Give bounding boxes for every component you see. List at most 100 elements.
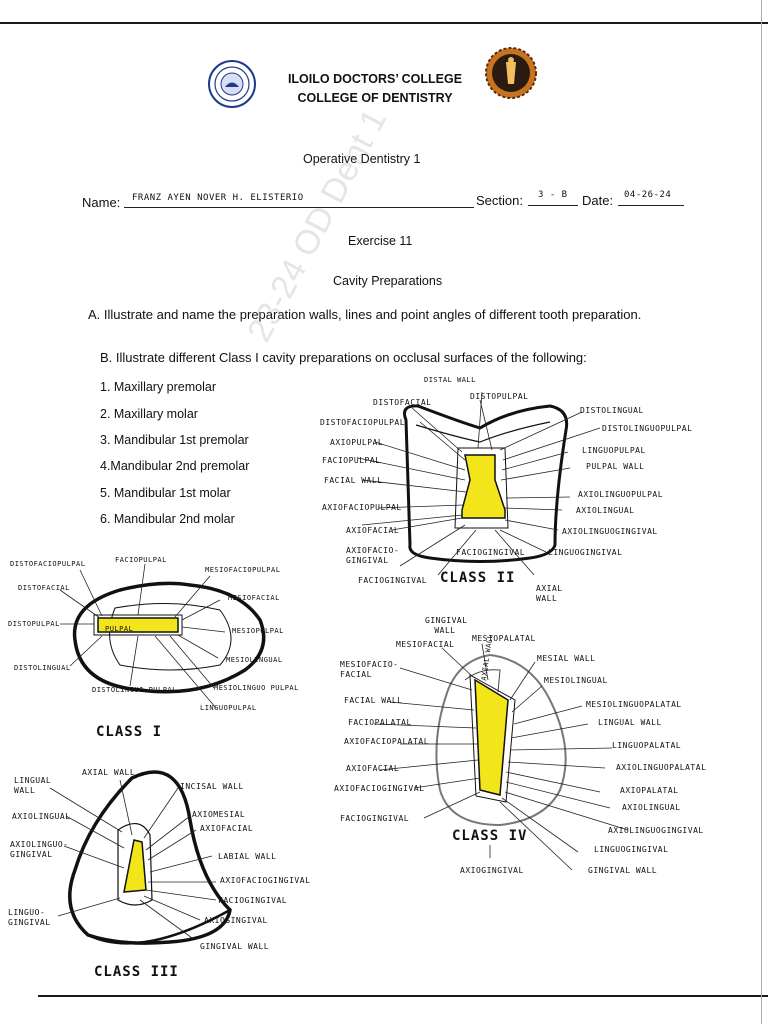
class4-title: CLASS IV bbox=[452, 828, 528, 844]
instruction-a: A. Illustrate and name the preparation w… bbox=[88, 307, 642, 322]
class1-label: DISTOFACIAL bbox=[18, 584, 70, 592]
department-name: COLLEGE OF DENTISTRY bbox=[297, 91, 453, 105]
class3-label: AXIOMESIAL bbox=[192, 810, 246, 819]
class1-diagram bbox=[59, 563, 266, 709]
class1-label: DISTOPULPAL bbox=[8, 620, 60, 628]
class2-label: FACIAL WALL bbox=[324, 476, 383, 485]
class1-label: DISTOLINGUO PULPAL bbox=[92, 686, 177, 694]
class4-label: AXIOLINGUAL bbox=[622, 803, 681, 812]
class1-label: FACIOPULPAL bbox=[115, 556, 167, 564]
page-top-border bbox=[0, 22, 768, 24]
class4-label: AXIOFACIOPALATAL bbox=[344, 737, 430, 746]
date-value: 04-26-24 bbox=[624, 190, 672, 200]
class2-label: DISTOLINGUAL bbox=[580, 406, 644, 415]
topic-title: Cavity Preparations bbox=[333, 274, 443, 288]
class4-label: MESIOLINGUOPALATAL bbox=[586, 700, 682, 709]
class4-label: AXIOLINGUOGINGIVAL bbox=[608, 826, 704, 835]
class2-label: GINGIVAL WALL bbox=[425, 616, 468, 635]
class2-label: AXIOFACIO- GINGIVAL bbox=[346, 546, 400, 565]
class2-diagram bbox=[357, 391, 601, 576]
class4-label: AXIOGINGIVAL bbox=[460, 866, 524, 875]
page-bottom-border bbox=[38, 995, 768, 997]
date-label: Date: bbox=[582, 193, 614, 208]
list-item: 4.Mandibular 2nd premolar bbox=[100, 459, 250, 473]
class3-diagram bbox=[49, 770, 232, 945]
name-value: FRANZ AYEN NOVER H. ELISTERIO bbox=[132, 193, 304, 203]
college-name: ILOILO DOCTORS’ COLLEGE bbox=[287, 72, 463, 86]
list-item: 6. Mandibular 2nd molar bbox=[100, 512, 235, 526]
class2-label: DISTOFACIOPULPAL bbox=[320, 418, 406, 427]
name-underline bbox=[124, 207, 474, 208]
dentistry-seal-logo bbox=[485, 47, 537, 99]
class2-label: DISTAL WALL bbox=[424, 376, 476, 384]
class3-label: AXIOFACIOGINGIVAL bbox=[220, 876, 311, 885]
class3-label: FACIOGINGIVAL bbox=[218, 896, 288, 905]
class1-label: LINGUOPULPAL bbox=[200, 704, 257, 712]
class1-label: MESIOPULPAL bbox=[232, 627, 284, 635]
class2-label: LINGUOPULPAL bbox=[582, 446, 646, 455]
class2-label: DISTOPULPAL bbox=[470, 392, 529, 401]
class3-label: GINGIVAL WALL bbox=[200, 942, 270, 951]
class4-label: FACIAL WALL bbox=[344, 696, 403, 705]
class1-label: DISTOFACIOPULPAL bbox=[10, 560, 86, 568]
class2-label: AXIOLINGUOGINGIVAL bbox=[562, 527, 658, 536]
class2-label: PULPAL WALL bbox=[586, 462, 645, 471]
section-value: 3 - B bbox=[538, 190, 568, 200]
class4-label: MESIOLINGUAL bbox=[544, 676, 608, 685]
class4-label: MESIOFACIAL bbox=[396, 640, 455, 649]
class4-label: LINGUOPALATAL bbox=[612, 741, 682, 750]
class3-label: AXIOLINGUAL bbox=[12, 812, 71, 821]
class3-label: AXIOGINGIVAL bbox=[204, 916, 268, 925]
class4-label: FACIOGINGIVAL bbox=[340, 814, 410, 823]
class2-label: AXIOFACIAL bbox=[346, 526, 400, 535]
class4-label: AXIOFACIAL bbox=[346, 764, 400, 773]
class4-label: LINGUOGINGIVAL bbox=[594, 845, 669, 854]
class1-title: CLASS I bbox=[96, 724, 163, 740]
class3-label: AXIOLINGUO- GINGIVAL bbox=[10, 840, 69, 859]
class2-label: AXIAL WALL bbox=[536, 584, 563, 603]
class4-label: GINGIVAL WALL bbox=[588, 866, 658, 875]
class4-label: AXIOFACIOGINGIVAL bbox=[334, 784, 425, 793]
class4-label: MESIOPALATAL bbox=[472, 634, 536, 643]
section-label: Section: bbox=[476, 193, 523, 208]
class2-label: LINGUOGINGIVAL bbox=[548, 548, 623, 557]
class2-label: DISTOFACIAL bbox=[373, 398, 432, 407]
instruction-b: B. Illustrate different Class I cavity p… bbox=[100, 350, 587, 365]
name-label: Name: bbox=[82, 195, 121, 210]
class2-label: FACIOPULPAL bbox=[322, 456, 381, 465]
class1-label: MESIOLINGUO PULPAL bbox=[214, 684, 299, 692]
class3-label: LABIAL WALL bbox=[218, 852, 277, 861]
class3-label: AXIOFACIAL bbox=[200, 824, 254, 833]
class4-label: MESIOFACIO- FACIAL bbox=[340, 660, 399, 679]
class3-title: CLASS III bbox=[94, 964, 179, 980]
class4-label: FACIOPALATAL bbox=[348, 718, 412, 727]
class1-label: MESIOFACIAL bbox=[228, 594, 280, 602]
class2-label: AXIOFACIOPULPAL bbox=[322, 503, 402, 512]
class2-label: DISTOLINGUOPULPAL bbox=[602, 424, 693, 433]
page-right-edge bbox=[761, 0, 762, 1024]
class4-label: MESIAL WALL bbox=[537, 654, 596, 663]
class1-label: DISTOLINGUAL bbox=[14, 664, 71, 672]
date-underline bbox=[618, 205, 684, 206]
class1-center-label: PULPAL bbox=[105, 625, 134, 633]
class3-label: AXIAL WALL bbox=[82, 768, 136, 777]
class3-label: INCISAL WALL bbox=[180, 782, 244, 791]
class2-label: AXIOLINGUOPULPAL bbox=[578, 490, 664, 499]
class4-label: AXIOPALATAL bbox=[620, 786, 679, 795]
list-item: 5. Mandibular 1st molar bbox=[100, 486, 231, 500]
class2-label: FACIOGINGIVAL bbox=[456, 548, 526, 557]
class2-title: CLASS II bbox=[440, 570, 516, 586]
exercise-title: Exercise 11 bbox=[348, 234, 413, 248]
class3-label: LINGUAL WALL bbox=[14, 776, 52, 795]
class3-label: LINGUO- GINGIVAL bbox=[8, 908, 51, 927]
class4-diagram bbox=[373, 643, 629, 871]
course-title: Operative Dentistry 1 bbox=[303, 152, 421, 166]
class1-label: MESIOLINGUAL bbox=[226, 656, 283, 664]
class2-label: AXIOLINGUAL bbox=[576, 506, 635, 515]
letterhead: ILOILO DOCTORS’ COLLEGE COLLEGE OF DENTI… bbox=[270, 70, 480, 108]
class2-label: FACIOGINGIVAL bbox=[358, 576, 428, 585]
class4-label: AXIOLINGUOPALATAL bbox=[616, 763, 707, 772]
list-item: 2. Maxillary molar bbox=[100, 407, 198, 421]
list-item: 1. Maxillary premolar bbox=[100, 380, 217, 394]
section-underline bbox=[528, 205, 578, 206]
